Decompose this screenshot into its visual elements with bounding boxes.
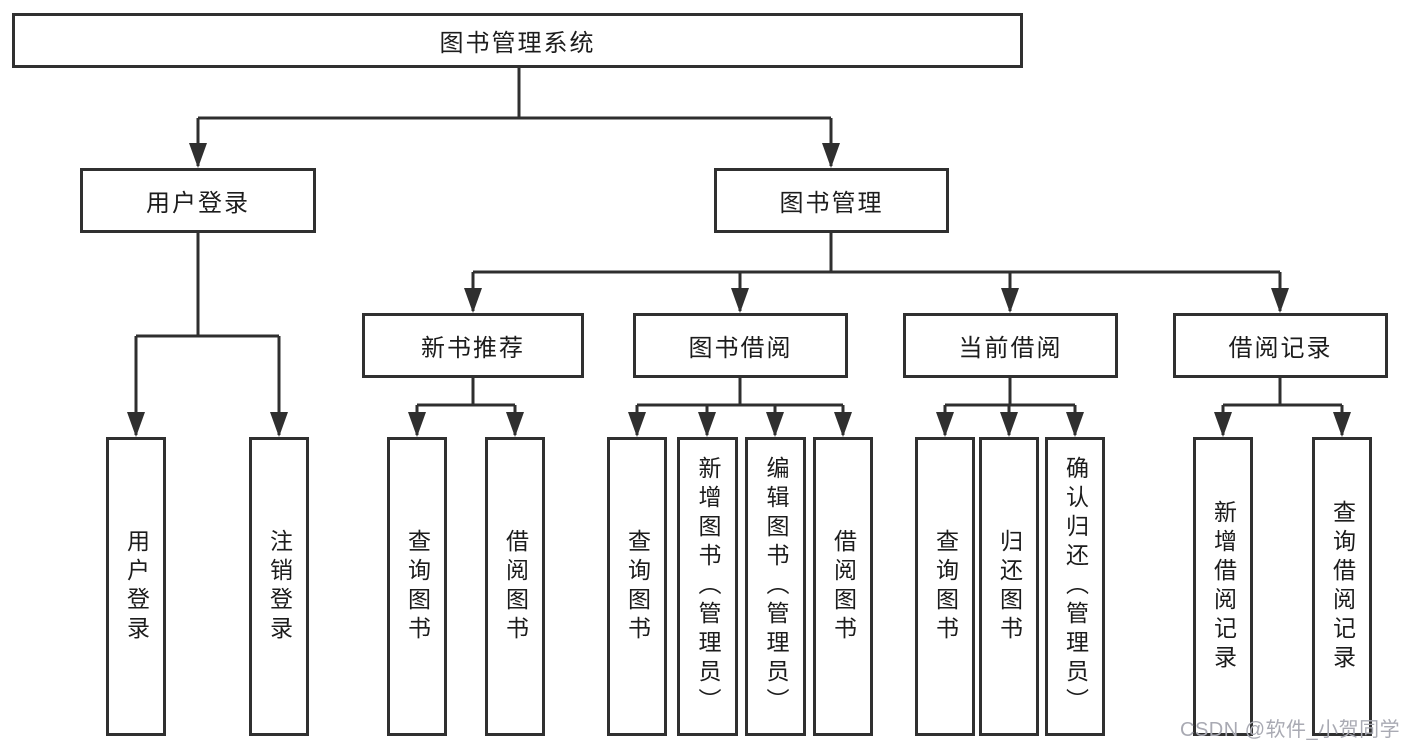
- node-library-management-system: 图书管理系统: [12, 13, 1023, 68]
- node-label: 用户登录: [146, 190, 250, 217]
- node-current-borrowing: 当前借阅: [903, 313, 1118, 378]
- leaf-return-books: 归还图书: [979, 437, 1039, 736]
- node-label: 用户登录: [123, 528, 150, 645]
- node-label: 新增图书（管理员）: [695, 456, 721, 717]
- node-label: 新书推荐: [421, 335, 525, 362]
- leaf-query-books-1: 查询图书: [387, 437, 447, 736]
- node-label: 查询图书: [624, 528, 651, 645]
- leaf-query-books-2: 查询图书: [607, 437, 667, 736]
- leaf-user-login: 用户登录: [106, 437, 166, 736]
- node-label: 查询图书: [404, 528, 431, 645]
- node-label: 当前借阅: [958, 335, 1063, 362]
- node-label: 新增借阅记录: [1210, 499, 1237, 674]
- node-label: 图书管理系统: [439, 30, 596, 57]
- node-book-management: 图书管理: [714, 168, 949, 233]
- node-label: 查询借阅记录: [1329, 499, 1356, 674]
- node-label: 注销登录: [266, 528, 293, 645]
- node-label: 归还图书: [996, 528, 1023, 645]
- node-label: 确认归还（管理员）: [1062, 456, 1089, 717]
- tree-edges: [134, 68, 1344, 435]
- node-label: 借阅图书: [502, 528, 529, 645]
- leaf-query-borrow-record: 查询借阅记录: [1312, 437, 1372, 736]
- node-new-book-recommendation: 新书推荐: [362, 313, 584, 378]
- node-label: 编辑图书（管理员）: [763, 456, 789, 717]
- leaf-add-borrow-record: 新增借阅记录: [1193, 437, 1253, 736]
- node-label: 图书管理: [779, 190, 884, 217]
- node-book-borrowing: 图书借阅: [633, 313, 848, 378]
- leaf-edit-books-admin: 编辑图书（管理员）: [745, 437, 806, 736]
- leaf-logout: 注销登录: [249, 437, 309, 736]
- node-borrowing-records: 借阅记录: [1173, 313, 1388, 378]
- leaf-query-books-3: 查询图书: [915, 437, 975, 736]
- leaf-add-books-admin: 新增图书（管理员）: [677, 437, 738, 736]
- node-label: 查询图书: [932, 528, 959, 645]
- node-user-login: 用户登录: [80, 168, 316, 233]
- csdn-watermark: CSDN @软件_小贺同学: [1180, 719, 1401, 741]
- node-label: 借阅记录: [1228, 335, 1333, 362]
- leaf-borrow-books-1: 借阅图书: [485, 437, 545, 736]
- node-label: 图书借阅: [688, 335, 793, 362]
- leaf-borrow-books-2: 借阅图书: [813, 437, 873, 736]
- leaf-confirm-return-admin: 确认归还（管理员）: [1045, 437, 1105, 736]
- node-label: 借阅图书: [830, 528, 857, 645]
